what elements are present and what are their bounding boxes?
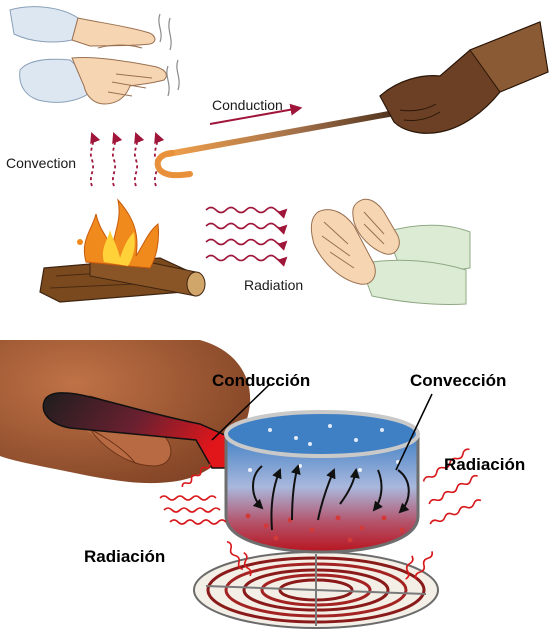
bottom-panel: Conducción Convección Radiación Radiació… xyxy=(0,340,525,629)
radiacion-label-right: Radiación xyxy=(444,455,525,474)
conduction-rod-illustration xyxy=(154,21,549,179)
hands-near-fire-illustration xyxy=(310,198,471,306)
radiation-waves-bottom xyxy=(159,448,482,580)
stove-burner xyxy=(193,551,439,629)
convection-arrows xyxy=(89,131,165,187)
convection-label: Convection xyxy=(6,155,76,171)
conveccion-label: Convección xyxy=(410,371,506,390)
conduction-label: Conduction xyxy=(212,97,283,113)
radiation-waves xyxy=(205,206,288,267)
radiacion-label-left: Radiación xyxy=(84,547,165,566)
conduction-leader-line xyxy=(211,383,271,441)
convection-leader-line xyxy=(395,393,433,471)
conduction-arrow xyxy=(209,103,303,125)
saucepan xyxy=(224,410,420,554)
conduccion-label: Conducción xyxy=(212,371,310,390)
hands-over-fire-illustration xyxy=(9,6,180,105)
pot-handle xyxy=(42,392,237,469)
convection-loop-arrows xyxy=(252,464,410,531)
radiation-label: Radiation xyxy=(244,277,303,293)
campfire-illustration xyxy=(39,198,206,303)
top-panel: Convection Conduction xyxy=(6,6,549,306)
